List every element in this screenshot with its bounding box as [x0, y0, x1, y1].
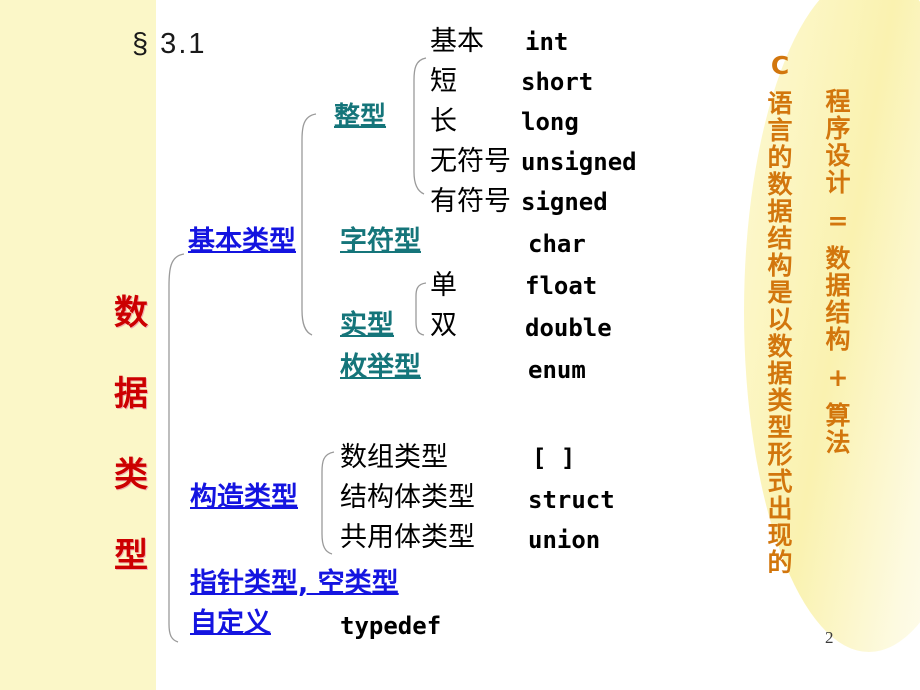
callout-column-right: 程 序 设 计 = 数 据 结 构 + 算 法: [824, 88, 852, 456]
node-int-unsigned-cn: 无符号: [430, 146, 511, 177]
node-integer-type-label: 整型: [334, 102, 387, 132]
callout-right-char-3: 计: [825, 168, 851, 197]
vertical-title-char-2: 类: [114, 455, 148, 495]
callout-right-char-8: 构: [825, 325, 851, 354]
vertical-page-title: 数 据 类 型: [104, 296, 158, 620]
node-int-basic-keyword: int: [525, 28, 569, 56]
callout-left-char-11: 据: [767, 359, 793, 388]
node-double-cn: 双: [430, 310, 457, 341]
node-union-type-cn: 共用体类型: [340, 522, 475, 553]
page-number: 2: [825, 628, 834, 647]
node-enum-keyword: enum: [528, 356, 586, 384]
vertical-title-char-1: 据: [114, 374, 148, 414]
callout-right-char-10: 算: [825, 401, 851, 430]
node-int-signed-cn: 有符号: [430, 186, 511, 217]
callout-left-char-18: 的: [767, 548, 793, 577]
node-int-long-keyword: long: [521, 108, 579, 136]
callout-left-char-8: 是: [767, 278, 793, 307]
node-char-type-label: 字符型: [340, 226, 421, 257]
callout-left-char-6: 结: [767, 224, 793, 253]
node-array-keyword: [ ]: [532, 444, 576, 472]
left-color-band: [0, 0, 156, 690]
node-int-long-cn: 长: [430, 106, 457, 137]
node-pointer-void-type-label: 指针类型, 空类型: [190, 568, 399, 599]
callout-right-char-6: 据: [825, 271, 851, 300]
callout-left-char-4: 数: [767, 170, 793, 199]
callout-right-char-0: 程: [825, 87, 851, 116]
callout-left-char-9: 以: [767, 305, 793, 334]
node-float-cn: 单: [430, 270, 457, 301]
callout-right-char-2: 设: [825, 141, 851, 170]
node-float-keyword: float: [525, 272, 598, 300]
callout-left-char-14: 形: [767, 440, 793, 469]
node-basic-type-label: 基本类型: [188, 226, 296, 257]
callout-left-char-13: 型: [767, 413, 793, 442]
callout-right-char-7: 结: [825, 298, 851, 327]
brace-integer-type: [413, 57, 427, 195]
section-number: § 3.1: [132, 28, 207, 60]
callout-left-char-17: 现: [767, 521, 793, 550]
node-enum-type-label: 枚举型: [340, 352, 421, 383]
callout-left-char-1: 语: [767, 89, 793, 118]
callout-left-char-7: 构: [767, 251, 793, 280]
node-typedef-type-label: 自定义: [190, 608, 271, 639]
node-double-keyword: double: [525, 314, 612, 342]
node-int-signed-keyword: signed: [521, 188, 608, 216]
node-struct-keyword: struct: [528, 486, 615, 514]
node-char-keyword: char: [528, 230, 586, 258]
node-int-unsigned-keyword: unsigned: [521, 148, 637, 176]
brace-root: [168, 253, 185, 643]
callout-left-char-16: 出: [767, 494, 793, 523]
node-constructed-type-label: 构造类型: [190, 482, 298, 513]
callout-right-char-1: 序: [825, 114, 851, 143]
callout-left-char-10: 数: [767, 332, 793, 361]
callout-left-char-12: 类: [767, 386, 793, 415]
node-int-short-cn: 短: [430, 66, 457, 97]
node-int-basic-cn: 基本: [430, 26, 484, 57]
vertical-title-char-0: 数: [114, 293, 148, 333]
callout-column-left: C 语 言 的 数 据 结 构 是 以 数 据 类 型 形 式 出 现 的: [766, 52, 794, 576]
brace-constructed-type: [321, 451, 335, 555]
callout-left-char-5: 据: [767, 197, 793, 226]
node-typedef-keyword: typedef: [340, 612, 442, 640]
callout-left-char-3: 的: [767, 143, 793, 172]
callout-right-char-4: =: [827, 206, 849, 235]
callout-left-char-0: C: [770, 51, 790, 80]
callout-left-char-15: 式: [767, 467, 793, 496]
node-union-keyword: union: [528, 526, 601, 554]
callout-left-char-2: 言: [767, 116, 793, 145]
brace-real-type: [415, 282, 427, 336]
callout-right-char-11: 法: [825, 428, 851, 457]
callout-right-char-5: 数: [825, 244, 851, 273]
node-int-short-keyword: short: [521, 68, 594, 96]
node-real-type-label: 实型: [340, 310, 394, 341]
brace-basic-type: [301, 113, 317, 336]
callout-right-char-9: +: [827, 363, 849, 392]
node-array-type-cn: 数组类型: [340, 442, 448, 473]
node-struct-type-cn: 结构体类型: [340, 482, 475, 513]
vertical-title-char-3: 型: [114, 536, 148, 576]
